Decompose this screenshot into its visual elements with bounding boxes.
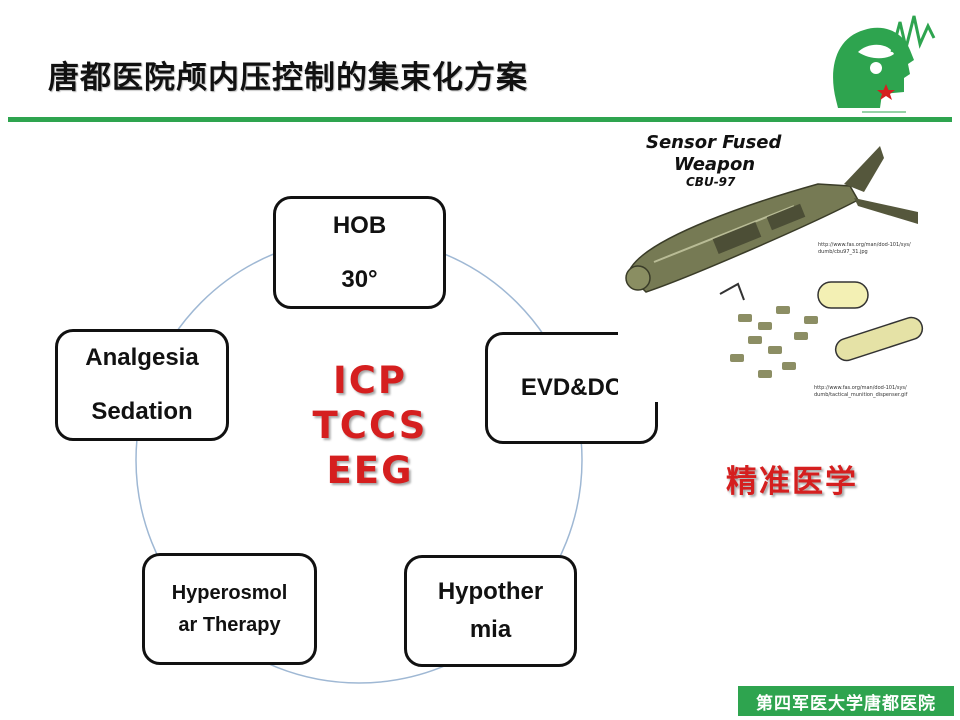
slide-title: 唐都医院颅内压控制的集束化方案 — [48, 60, 528, 96]
weapon-url-1-line-1: http://www.fas.org/man/dod-101/sys/ — [818, 242, 911, 248]
hospital-logo-icon — [824, 10, 940, 116]
weapon-url-2-line-2: dumb/tactical_munition_dispenser.gif — [814, 392, 908, 398]
weapon-url-1-line-2: dumb/cbu97_31.jpg — [818, 249, 868, 255]
hyperosmolar-node-line-2: ar Therapy — [178, 614, 281, 636]
hob-node-line-2: 30° — [341, 265, 378, 293]
hypothermia-node: Hypother mia — [404, 555, 577, 667]
sensor-fused-weapon-image: Sensor Fused Weapon CBU-97 http://www.fa… — [618, 126, 924, 402]
analgesia-node: Analgesia Sedation — [55, 329, 229, 441]
hyperosmolar-node-line-1: Hyperosmol — [171, 582, 288, 604]
bomb-body-icon — [625, 146, 918, 293]
hyperosmolar-node: Hyperosmol ar Therapy — [142, 553, 317, 665]
weapon-url-2-line-1: http://www.fas.org/man/dod-101/sys/ — [814, 385, 907, 391]
weapon-title-line-2: Weapon — [674, 154, 755, 175]
center-line-tccs: TCCS — [312, 404, 428, 447]
hob-node-line-1: HOB — [332, 211, 387, 239]
munition-dispenser-icon — [719, 281, 924, 378]
precision-medicine-caption: 精准医学 — [726, 464, 858, 500]
weapon-title-line-1: Sensor Fused — [646, 132, 783, 153]
hob-node: HOB 30° — [273, 196, 446, 309]
evd-dc-node-line-1: EVD&DC — [520, 374, 623, 401]
analgesia-node-line-1: Analgesia — [85, 344, 199, 371]
monitoring-center-label: ICP TCCS EEG — [290, 358, 450, 493]
hypothermia-node-line-1: Hypother — [437, 578, 544, 605]
center-line-icp: ICP — [332, 359, 408, 402]
weapon-subtitle: CBU-97 — [686, 175, 736, 189]
hypothermia-node-line-2: mia — [469, 616, 512, 643]
center-line-eeg: EEG — [326, 449, 414, 492]
title-divider — [8, 117, 952, 122]
analgesia-node-line-2: Sedation — [91, 398, 193, 425]
footer-institution-badge: 第四军医大学唐都医院 — [738, 686, 954, 716]
